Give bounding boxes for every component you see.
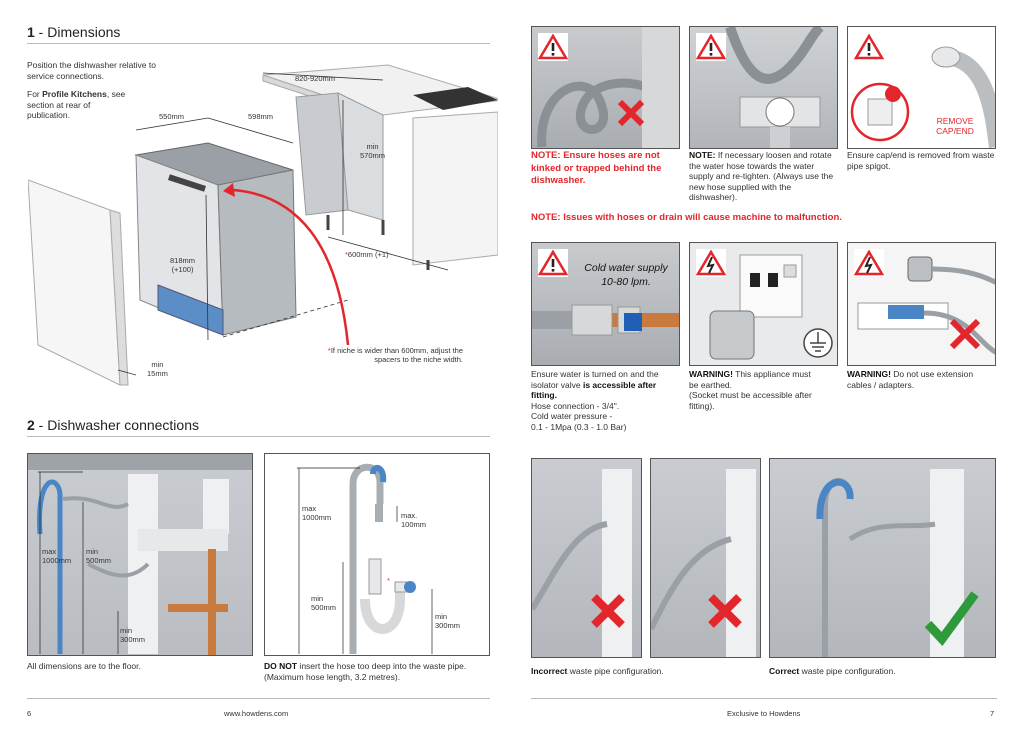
extension-warning-text: WARNING! Do not use extension cables / a… (847, 369, 974, 390)
divider (27, 436, 490, 437)
profile-note: For Profile Kitchens, see section at rea… (27, 89, 126, 120)
cap-removal-note: Ensure cap/end is removed from waste pip… (847, 150, 995, 171)
section-1-title: 1 - Dimensions (27, 24, 121, 40)
page-number-right: 7 (990, 709, 995, 718)
incorrect-photo-2 (650, 458, 761, 658)
section-title-text: Dimensions (47, 24, 121, 40)
extension-cable-photo (847, 242, 996, 366)
dim-598: 598mm (248, 112, 274, 121)
earth-warning-text: WARNING! This appliance must be earthed.… (689, 369, 812, 411)
incorrect-caption: Incorrect waste pipe configuration. (531, 666, 664, 676)
hose-rotate-note: NOTE: If necessary loosen and rotate the… (689, 150, 834, 202)
diagram-asterisk: * (387, 576, 390, 585)
dim-820: 820-920mm (295, 74, 336, 83)
warning-triangle-icon (696, 33, 726, 61)
cap-removal-photo: REMOVE CAP/END (847, 26, 996, 149)
dim-600: *600mm (+1) (345, 250, 389, 259)
dim-min570: min 570mm (360, 142, 386, 160)
cold-water-label: Cold water supply 10-80 lpm. (584, 262, 668, 288)
water-supply-text: Ensure water is turned on and the isolat… (531, 369, 659, 432)
remove-cap-label: REMOVE CAP/END (936, 116, 974, 136)
correct-caption: Correct waste pipe configuration. (769, 666, 896, 676)
section-number: 1 (27, 24, 35, 40)
section-2-title: 2 - Dishwasher connections (27, 417, 199, 433)
intro-text: Position the dishwasher relative to serv… (27, 60, 156, 81)
section-title-text: Dishwasher connections (47, 417, 199, 433)
footer-divider (27, 698, 490, 699)
diagram-max100: max.100mm (401, 511, 427, 529)
warning-triangle-icon (538, 249, 568, 277)
dim-min15: min 15mm (147, 360, 168, 378)
website-link[interactable]: www.howdens.com (224, 709, 289, 718)
divider (27, 43, 490, 44)
footer-exclusive: Exclusive to Howdens (727, 709, 801, 718)
hose-kink-photo (531, 26, 680, 149)
footer-divider (531, 698, 997, 699)
correct-photo (769, 458, 996, 658)
earth-socket-photo (689, 242, 838, 366)
page-number-left: 6 (27, 709, 32, 718)
dim-818: 818mm (+100) (170, 256, 196, 274)
hose-rotate-photo (689, 26, 838, 149)
electric-hazard-icon (696, 249, 726, 277)
dim-550: 550mm (159, 112, 185, 121)
electric-hazard-icon (854, 249, 884, 277)
warning-triangle-icon (854, 33, 884, 61)
niche-note: *If niche is wider than 600mm, adjust th… (327, 346, 463, 364)
section-number: 2 (27, 417, 35, 433)
issues-note: NOTE: Issues with hoses or drain will ca… (531, 212, 842, 223)
water-supply-photo: Cold water supply 10-80 lpm. (531, 242, 680, 366)
hose-kink-note: NOTE: Ensure hoses are not kinked or tra… (531, 150, 662, 186)
caption-floor: All dimensions are to the floor. (27, 661, 141, 671)
dimensions-illustration (28, 64, 498, 386)
warning-triangle-icon (538, 33, 568, 61)
profile-brand: Profile Kitchens (42, 89, 107, 99)
incorrect-photo-1 (531, 458, 642, 658)
caption-hose-depth: DO NOT insert the hose too deep into the… (264, 661, 467, 682)
